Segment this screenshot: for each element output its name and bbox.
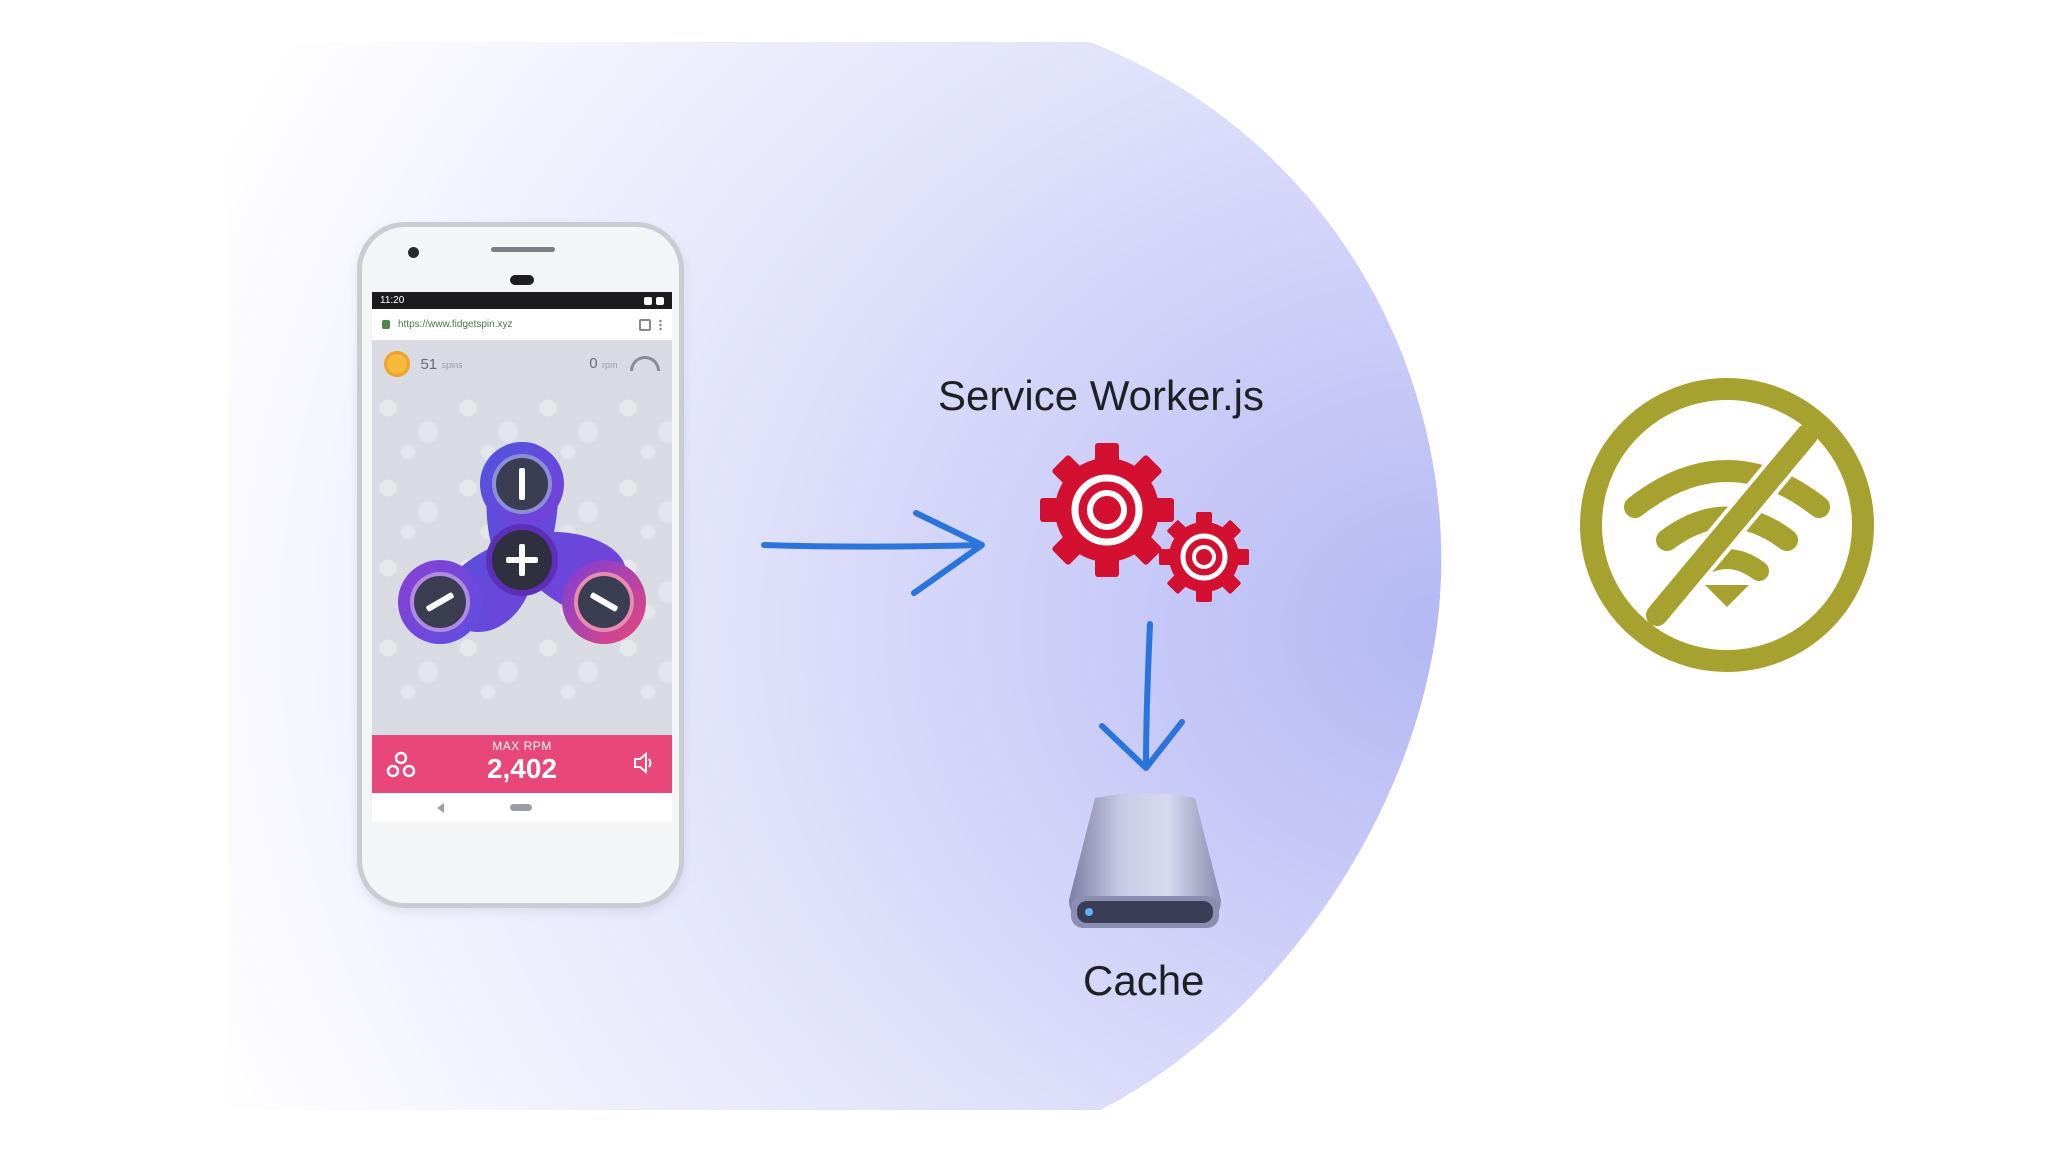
max-rpm-label: MAX RPM [372, 739, 672, 753]
hard-drive-icon [1065, 790, 1225, 940]
service-worker-label: Service Worker.js [938, 372, 1264, 420]
coins-unit: spins [442, 360, 463, 370]
phone-speaker [491, 247, 555, 252]
coins-display: 51 spins [384, 351, 463, 377]
status-time: 11:20 [380, 292, 404, 309]
url-text[interactable]: https://www.fidgetspin.xyz [398, 319, 631, 330]
status-bar: 11:20 [372, 292, 672, 309]
speed-value: 0 [589, 355, 597, 372]
menu-icon[interactable] [659, 319, 662, 331]
android-nav-bar [372, 793, 672, 822]
max-rpm-value: 2,402 [372, 753, 672, 785]
speaker-icon[interactable] [632, 752, 656, 774]
tabs-icon[interactable] [639, 319, 651, 331]
gears-icon [1040, 440, 1260, 620]
game-header: 51 spins 0 rpm [372, 344, 672, 384]
back-icon[interactable] [437, 803, 444, 813]
spinner-icon[interactable] [386, 751, 416, 779]
home-icon[interactable] [510, 804, 532, 811]
coins-value: 51 [420, 356, 437, 373]
speed-display: 0 rpm [583, 355, 660, 373]
no-wifi-icon [1577, 375, 1877, 675]
max-rpm-bar: MAX RPM 2,402 [372, 735, 672, 793]
status-icons [644, 297, 664, 305]
speedometer-icon [630, 356, 660, 371]
phone-camera [408, 247, 419, 258]
fidget-spinner[interactable] [382, 422, 662, 682]
phone-screen: 11:20 https://www.fidgetspin.xyz 51 spin… [372, 292, 672, 822]
phone-earpiece [510, 275, 534, 285]
lock-icon [382, 320, 390, 329]
cache-label: Cache [1083, 957, 1204, 1005]
browser-url-bar[interactable]: https://www.fidgetspin.xyz [372, 309, 672, 341]
speed-unit: rpm [602, 360, 618, 370]
phone-mockup: 11:20 https://www.fidgetspin.xyz 51 spin… [357, 222, 684, 908]
arrow-right [758, 503, 990, 603]
arrow-down [1090, 618, 1190, 778]
coin-icon [384, 351, 410, 377]
